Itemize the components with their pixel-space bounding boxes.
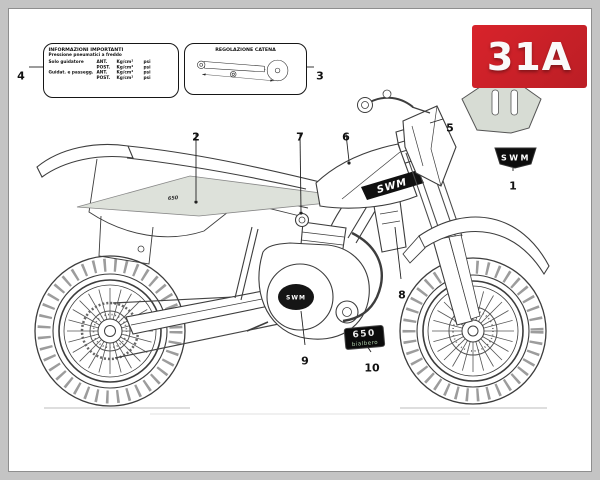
info-box-subtitle: Pressione pneumatici a freddo [48, 52, 122, 58]
front-plate-part [461, 86, 542, 134]
callout-4: 4 [17, 69, 25, 83]
table-cell: ANT. [96, 59, 108, 65]
page-canvas: 650 SWM [8, 8, 592, 472]
chain-adjustment-diagram [197, 59, 289, 82]
chain-box-title: REGOLAZIONE CATENA [215, 47, 276, 53]
engine-swm-decal-text: SWM [286, 295, 306, 302]
rear-swm-badge-text: SWM [501, 154, 531, 163]
table-cell: Guidat. e passegg. [48, 70, 94, 76]
engine-swm-decal: SWM [278, 284, 314, 310]
callout-7: 7 [296, 130, 304, 144]
table-cell [49, 75, 95, 80]
handlebar [357, 89, 431, 114]
table-cell: POST. [96, 75, 111, 81]
table-cell: Kg/cm² [116, 59, 134, 65]
table-cell: ANT. [96, 70, 108, 76]
side-panel-decal-text: 650 [168, 195, 179, 202]
table-cell: POST. [96, 64, 111, 70]
table-cell: Kg/cm² [116, 75, 134, 81]
ground-shadow [44, 407, 547, 415]
table-cell: Kg/cm² [116, 70, 134, 76]
table-cell: Kg/cm² [116, 64, 134, 70]
headlight-mask [402, 105, 457, 187]
table-cell: Solo guidatore [48, 59, 84, 65]
table-cell: psi [143, 75, 151, 81]
front-wheel [399, 257, 547, 405]
callout-6: 6 [342, 130, 350, 144]
callout-3: 3 [316, 69, 324, 83]
table-cell: psi [143, 70, 151, 76]
callout-1: 1 [509, 179, 517, 193]
info-box-title: INFORMAZIONI IMPORTANTI [48, 47, 124, 53]
callout-5: 5 [446, 121, 454, 135]
leader-dots [194, 161, 351, 215]
leader-lines [29, 66, 514, 353]
bialbero-decal: 650 bialbero [343, 325, 386, 350]
bialbero-decal-650-text: 650 [352, 328, 376, 340]
engine [246, 221, 383, 340]
table-cell: psi [143, 64, 151, 70]
tire-pressure-info-box: INFORMAZIONI IMPORTANTI Pressione pneuma… [43, 43, 179, 98]
bialbero-decal-text: bialbero [352, 340, 379, 348]
chain-adjustment-box: REGOLAZIONE CATENA [184, 43, 307, 95]
table-cell: psi [143, 59, 151, 65]
callout-2: 2 [192, 130, 200, 144]
page-number-badge: 31A [472, 25, 587, 88]
rear-swm-badge: SWM [494, 147, 537, 169]
tire-pressure-table: Solo guidatore ANT. Kg/cm² psi POST. Kg/… [49, 60, 174, 81]
callout-8: 8 [398, 288, 406, 302]
callout-9: 9 [301, 354, 309, 368]
front-fender [402, 216, 550, 276]
callout-10: 10 [364, 361, 380, 375]
rear-wheel [34, 255, 186, 407]
